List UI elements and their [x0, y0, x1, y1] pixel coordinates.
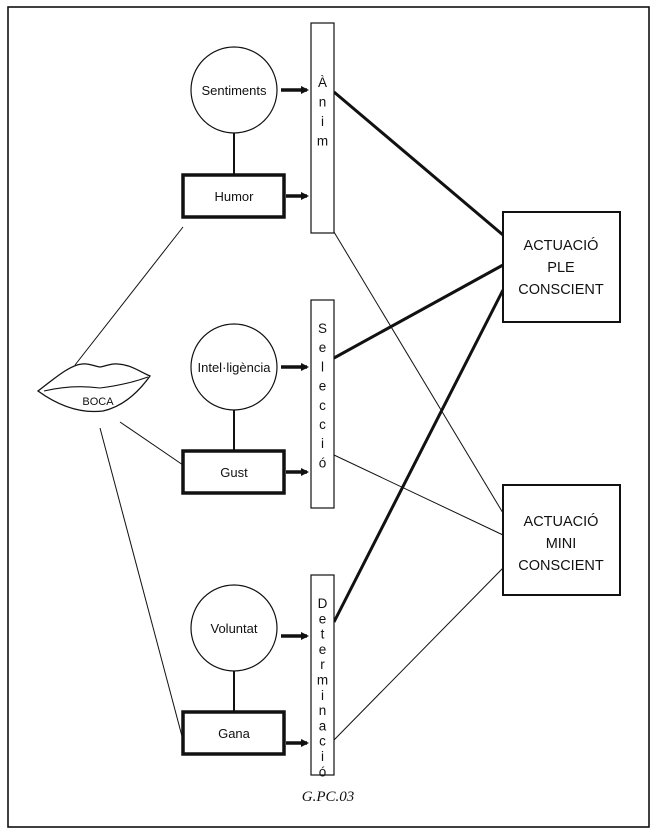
actuacio-ple-line2: PLE	[547, 260, 575, 276]
outer-border	[7, 6, 650, 828]
bar-letter: À	[318, 75, 327, 90]
mouth-to-gana-line	[99, 427, 184, 741]
gust-label: Gust	[220, 465, 248, 480]
gana-box	[181, 710, 286, 756]
bar-letter: n	[319, 95, 327, 110]
bar-letter: m	[317, 673, 328, 688]
mouth-connectors	[74, 226, 184, 741]
bar-letter: ó	[319, 764, 327, 779]
mouth-label: BOCA	[82, 396, 114, 408]
sentiments-circle	[190, 46, 278, 134]
mouth-to-gust-line	[119, 421, 184, 466]
bar-letter: D	[318, 596, 328, 611]
actuacio-ple-line3: CONSCIENT	[518, 282, 604, 298]
actuacio-ple-box	[502, 211, 621, 323]
bar-letter: i	[321, 749, 324, 764]
anim-bar	[310, 22, 335, 234]
bar-letter: i	[321, 688, 324, 703]
bar-letter: t	[321, 627, 325, 642]
bar-letter: n	[319, 703, 327, 718]
seleccio-to-mini-line	[333, 454, 504, 536]
bar-letter: ó	[319, 455, 327, 470]
bar-letter: m	[317, 134, 328, 149]
bar-letter: a	[319, 718, 327, 733]
bar-letter: i	[321, 114, 324, 129]
determinacio-to-ple-line	[332, 289, 505, 623]
seleccio-bar	[310, 299, 335, 509]
seleccio-to-ple-line	[333, 263, 504, 360]
humor-label: Humor	[214, 189, 254, 204]
bar-letter: r	[320, 657, 325, 672]
sentiments-label: Sentiments	[201, 83, 267, 98]
bar-letter: e	[319, 340, 327, 355]
actuacio-ple-line1: ACTUACIÓ	[524, 237, 599, 254]
mouth-lips: BOCA	[36, 363, 152, 413]
intelligencia-label: Intel·ligència	[198, 360, 272, 375]
actuacio-mini-line2: MINI	[546, 536, 577, 552]
gana-label: Gana	[218, 726, 251, 741]
bar-letter: S	[318, 321, 327, 336]
anim-to-ple-line	[333, 90, 504, 237]
actuacio-mini-line3: CONSCIENT	[518, 558, 604, 574]
figure-caption: G.PC.03	[302, 789, 355, 805]
determinacio-bar	[310, 574, 335, 776]
arrows	[281, 86, 309, 747]
actuacio-mini-box	[502, 484, 621, 596]
intelligencia-circle	[190, 323, 278, 411]
anim-to-mini-line	[333, 231, 504, 514]
mouth-to-humor-line	[74, 226, 184, 366]
bar-letter: e	[319, 379, 327, 394]
humor-box	[181, 173, 286, 219]
bar-letter: c	[319, 734, 326, 749]
determinacio-to-mini-line	[333, 567, 504, 741]
bar-letter: l	[321, 359, 324, 374]
bar-letter: c	[319, 417, 326, 432]
actuacio-mini-line1: ACTUACIÓ	[524, 513, 599, 530]
gust-box	[181, 449, 286, 495]
bar-letter: i	[321, 436, 324, 451]
bar-letter: e	[319, 642, 327, 657]
voluntat-label: Voluntat	[211, 621, 258, 636]
bar-letter: e	[319, 611, 327, 626]
bar-letter: c	[319, 398, 326, 413]
voluntat-circle	[190, 584, 278, 672]
outcome-connectors	[332, 90, 505, 741]
